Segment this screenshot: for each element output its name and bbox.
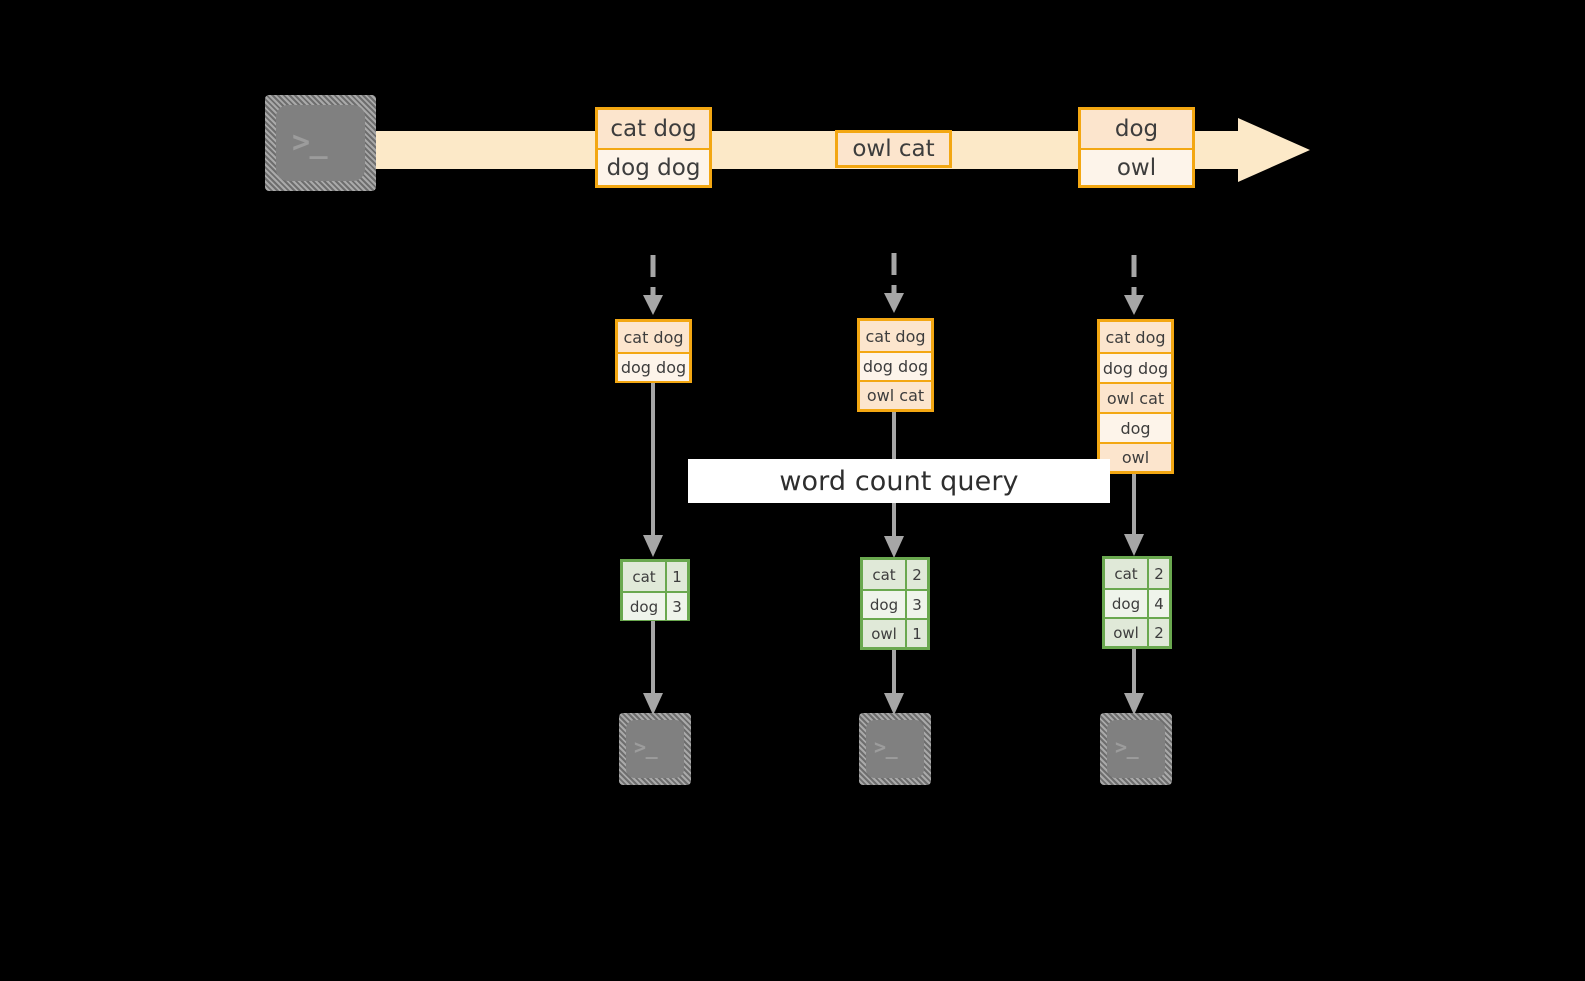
prompt-glyph: >_ bbox=[634, 735, 658, 759]
result-word: cat bbox=[1105, 559, 1149, 588]
prompt-glyph: >_ bbox=[1115, 735, 1139, 759]
source-terminal-icon: >_ bbox=[265, 95, 376, 191]
table-row: owl 1 bbox=[863, 618, 927, 647]
result-count: 1 bbox=[667, 562, 687, 591]
query-label-text: word count query bbox=[779, 465, 1019, 497]
stream-event-line: cat dog bbox=[598, 110, 709, 148]
prompt-glyph: >_ bbox=[292, 125, 328, 160]
snapshot-2-result-table[interactable]: cat 2 dog 3 owl 1 bbox=[860, 557, 930, 650]
table-row: dog 3 bbox=[623, 591, 687, 620]
result-count: 2 bbox=[1149, 619, 1169, 646]
table-row: cat 1 bbox=[623, 562, 687, 591]
result-word: dog bbox=[1105, 590, 1149, 617]
stream-event-line: owl cat bbox=[838, 133, 949, 165]
snapshot-1-result-table[interactable]: cat 1 dog 3 bbox=[620, 559, 690, 621]
down-arrow-icon-col2-sink bbox=[884, 650, 904, 715]
terminal-face bbox=[626, 720, 684, 778]
result-word: owl bbox=[1105, 619, 1149, 646]
result-word: dog bbox=[863, 591, 907, 618]
prompt-glyph: >_ bbox=[874, 735, 898, 759]
buffer-line: cat dog bbox=[618, 322, 689, 352]
snapshot-1-input-buffer[interactable]: cat dog dog dog bbox=[615, 319, 692, 383]
result-count: 3 bbox=[667, 593, 687, 620]
table-row: dog 4 bbox=[1105, 588, 1169, 617]
result-count: 4 bbox=[1149, 590, 1169, 617]
stream-event-batch-3[interactable]: dog owl bbox=[1078, 107, 1195, 188]
stream-event-line: owl bbox=[1081, 148, 1192, 185]
snapshot-3-result-table[interactable]: cat 2 dog 4 owl 2 bbox=[1102, 556, 1172, 649]
down-arrow-icon-col1-sink bbox=[643, 621, 663, 715]
table-row: cat 2 bbox=[1105, 559, 1169, 588]
snapshot-3-input-buffer[interactable]: cat dog dog dog owl cat dog owl bbox=[1097, 319, 1174, 474]
stream-event-batch-2[interactable]: owl cat bbox=[835, 130, 952, 168]
table-row: cat 2 bbox=[863, 560, 927, 589]
buffer-line: owl bbox=[1100, 442, 1171, 471]
down-arrow-icon-col1-query bbox=[643, 383, 663, 557]
query-label-band: word count query bbox=[688, 459, 1110, 503]
snapshot-2-sink-terminal-icon: >_ bbox=[859, 713, 931, 785]
snapshot-2-input-buffer[interactable]: cat dog dog dog owl cat bbox=[857, 318, 934, 412]
buffer-line: owl cat bbox=[1100, 382, 1171, 412]
buffer-line: cat dog bbox=[860, 321, 931, 351]
result-word: cat bbox=[623, 562, 667, 591]
result-word: owl bbox=[863, 620, 907, 647]
table-row: owl 2 bbox=[1105, 617, 1169, 646]
dashed-down-arrow-icon-col3 bbox=[1124, 255, 1144, 315]
dashed-down-arrow-icon-col1 bbox=[643, 255, 663, 315]
result-count: 1 bbox=[907, 620, 927, 647]
buffer-line: owl cat bbox=[860, 380, 931, 409]
result-count: 3 bbox=[907, 591, 927, 618]
buffer-line: dog bbox=[1100, 412, 1171, 442]
table-row: dog 3 bbox=[863, 589, 927, 618]
stream-event-line: dog dog bbox=[598, 148, 709, 185]
dashed-down-arrow-icon-col2 bbox=[884, 253, 904, 313]
result-word: dog bbox=[623, 593, 667, 620]
terminal-face bbox=[866, 720, 924, 778]
buffer-line: dog dog bbox=[618, 352, 689, 381]
result-count: 2 bbox=[1149, 559, 1169, 588]
snapshot-1-sink-terminal-icon: >_ bbox=[619, 713, 691, 785]
terminal-face bbox=[1107, 720, 1165, 778]
result-word: cat bbox=[863, 560, 907, 589]
buffer-line: dog dog bbox=[1100, 352, 1171, 382]
down-arrow-icon-col3-sink bbox=[1124, 649, 1144, 715]
down-arrow-icon-col3-query bbox=[1124, 474, 1144, 556]
buffer-line: dog dog bbox=[860, 351, 931, 380]
buffer-line: cat dog bbox=[1100, 322, 1171, 352]
terminal-face bbox=[276, 105, 365, 181]
result-count: 2 bbox=[907, 560, 927, 589]
stream-event-batch-1[interactable]: cat dog dog dog bbox=[595, 107, 712, 188]
stream-event-line: dog bbox=[1081, 110, 1192, 148]
snapshot-3-sink-terminal-icon: >_ bbox=[1100, 713, 1172, 785]
